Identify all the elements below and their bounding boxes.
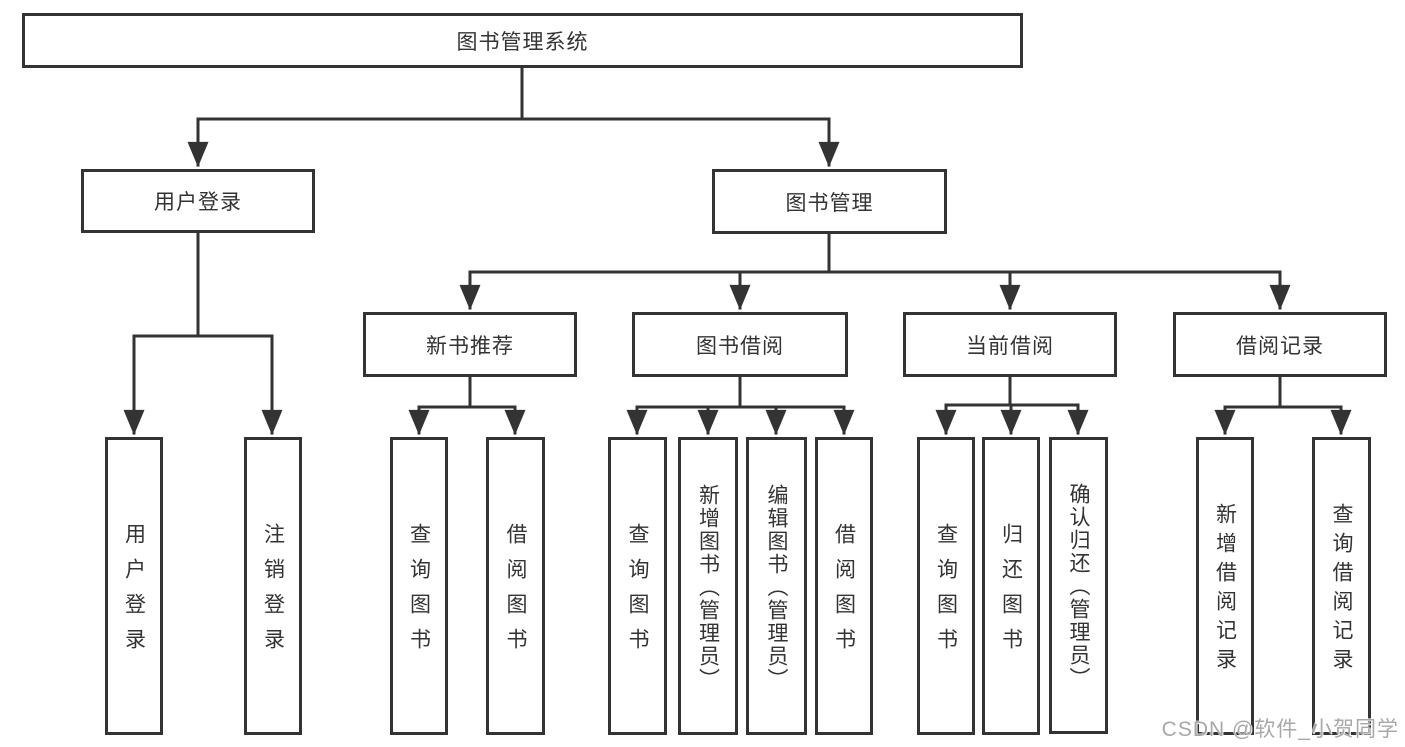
leaf-query-books-current: 查询图书 [917,437,975,735]
node-book-management: 图书管理 [712,169,947,234]
leaf-add-books-admin: 新增图书（管理员） [678,437,738,735]
leaf-user-login: 用户登录 [105,437,163,735]
leaf-logout: 注销登录 [244,437,302,735]
leaf-borrow-books: 借阅图书 [815,437,873,735]
node-borrowing-records: 借阅记录 [1173,312,1387,377]
leaf-return-books: 归还图书 [982,437,1040,735]
node-new-book-recommend: 新书推荐 [363,312,577,377]
leaf-query-books-recommend: 查询图书 [390,437,448,735]
node-current-borrowing: 当前借阅 [903,312,1117,377]
node-user-login: 用户登录 [81,169,315,233]
node-library-management-system: 图书管理系统 [22,13,1023,68]
node-book-borrowing: 图书借阅 [632,312,848,377]
leaf-borrow-books-recommend: 借阅图书 [486,437,545,735]
leaf-query-books-borrowing: 查询图书 [608,437,667,735]
leaf-edit-books-admin: 编辑图书（管理员） [746,437,807,735]
leaf-confirm-return-admin: 确认归还（管理员） [1049,437,1108,734]
leaf-query-borrow-record: 查询借阅记录 [1312,437,1371,735]
csdn-watermark: CSDN @软件_小贺同学 [1161,718,1399,741]
leaf-add-borrow-record: 新增借阅记录 [1196,437,1254,735]
